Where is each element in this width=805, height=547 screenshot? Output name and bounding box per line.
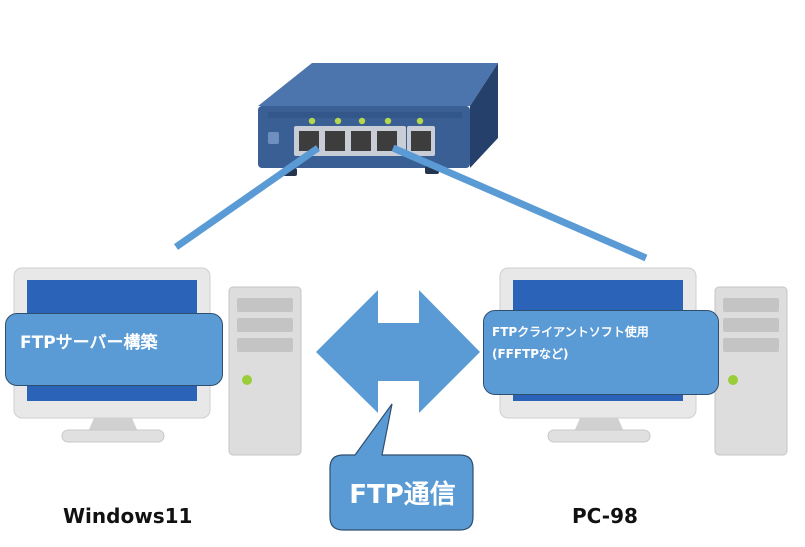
double-arrow-icon <box>316 290 480 413</box>
callout-ftp-client-line1: FTPクライアントソフト使用 <box>492 325 649 339</box>
callout-ftp-server: FTPサーバー構築 <box>5 313 223 386</box>
cable-right <box>391 144 648 262</box>
network-switch-icon <box>258 63 498 176</box>
label-pc98: PC-98 <box>572 504 638 528</box>
callout-ftp-client-line2: (FFFTPなど) <box>492 347 569 361</box>
label-windows11: Windows11 <box>63 504 193 528</box>
ftp-communication-label: FTP通信 <box>349 480 456 510</box>
ftp-speech-bubble <box>329 403 474 531</box>
cable-left <box>173 145 321 250</box>
callout-ftp-client: FTPクライアントソフト使用 (FFFTPなど) <box>483 310 719 395</box>
callout-ftp-server-text: FTPサーバー構築 <box>20 333 158 353</box>
